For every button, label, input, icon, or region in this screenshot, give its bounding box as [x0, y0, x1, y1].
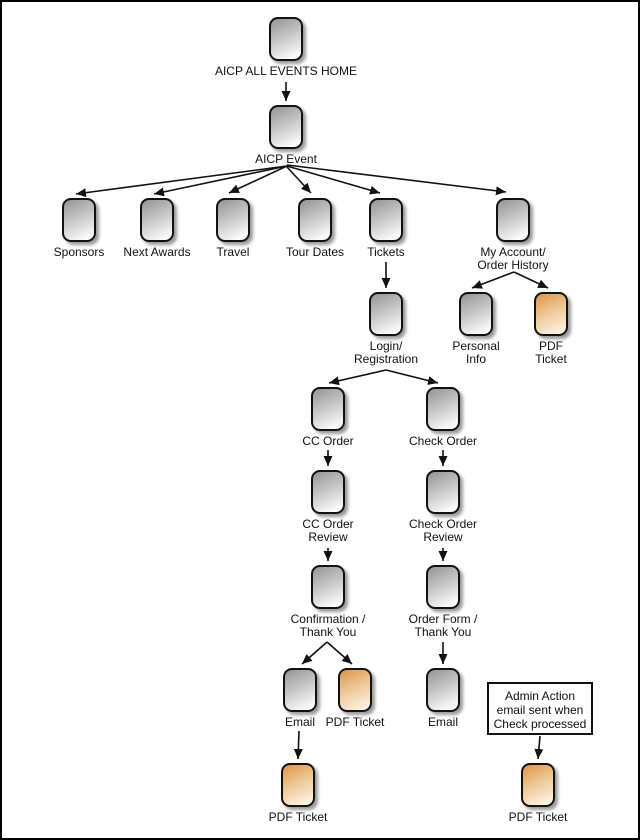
label-check-order: Check Order [408, 434, 478, 448]
label-email-cc: Email [284, 715, 315, 729]
node-pdf-ticket-account [534, 292, 568, 336]
node-aicp-event [269, 105, 303, 149]
label-home: AICP ALL EVENTS HOME [214, 64, 358, 78]
arrow-2 [75, 165, 288, 198]
arrow-11 [328, 369, 387, 386]
node-email-check [426, 668, 460, 712]
node-personal-info [459, 292, 493, 336]
label-pdf-ticket-email: PDF Ticket [268, 810, 328, 824]
label-cc-order: CC Order [302, 434, 354, 448]
arrow-12 [385, 369, 439, 385]
node-home [269, 17, 303, 61]
node-tickets [369, 198, 403, 242]
node-tour-dates [298, 198, 332, 242]
node-cc-order-review [311, 470, 345, 514]
arrow-9 [471, 271, 515, 289]
node-my-account [496, 198, 530, 242]
node-pdf-ticket-email [281, 763, 315, 807]
arrow-17 [293, 730, 303, 760]
node-email-cc [283, 668, 317, 712]
label-pdf-ticket-confirmation: PDF Ticket [325, 715, 385, 729]
arrow-3 [153, 165, 288, 197]
node-login-registration [369, 292, 403, 336]
label-confirmation-thank-you: Confirmation / Thank You [290, 612, 366, 639]
label-pdf-ticket-account: PDF Ticket [535, 339, 567, 366]
label-sponsors: Sponsors [53, 245, 105, 259]
arrow-6 [286, 165, 381, 195]
node-travel [216, 198, 250, 242]
label-tour-dates: Tour Dates [285, 245, 345, 259]
label-cc-order-review: CC Order Review [302, 517, 354, 544]
arrow-7 [286, 164, 507, 196]
node-next-awards [140, 198, 174, 242]
arrow-21 [534, 735, 544, 760]
label-my-account: My Account/ Order History [477, 245, 549, 272]
label-order-form-thank-you: Order Form / Thank You [408, 612, 478, 639]
label-aicp-event: AICP Event [255, 152, 317, 166]
node-check-order [426, 387, 460, 431]
node-order-form-thank-you [426, 565, 460, 609]
node-check-order-review [426, 470, 460, 514]
node-pdf-ticket-confirmation [338, 668, 372, 712]
label-tickets: Tickets [367, 245, 405, 259]
label-travel: Travel [216, 245, 250, 259]
arrow-15 [301, 641, 328, 665]
label-check-order-review: Check Order Review [408, 517, 478, 544]
node-confirmation-thank-you [311, 565, 345, 609]
node-pdf-ticket-check [521, 763, 555, 807]
admin-annotation: Admin Action email sent when Check proce… [487, 682, 593, 735]
label-next-awards: Next Awards [123, 245, 191, 259]
arrow-4 [228, 165, 288, 194]
node-cc-order [311, 387, 345, 431]
arrow-5 [286, 166, 312, 194]
label-login-registration: Login/ Registration [353, 339, 419, 366]
label-personal-info: Personal Info [452, 339, 500, 366]
node-sponsors [62, 198, 96, 242]
label-pdf-ticket-check: PDF Ticket [508, 810, 568, 824]
arrow-16 [326, 641, 353, 665]
arrow-10 [513, 271, 549, 289]
